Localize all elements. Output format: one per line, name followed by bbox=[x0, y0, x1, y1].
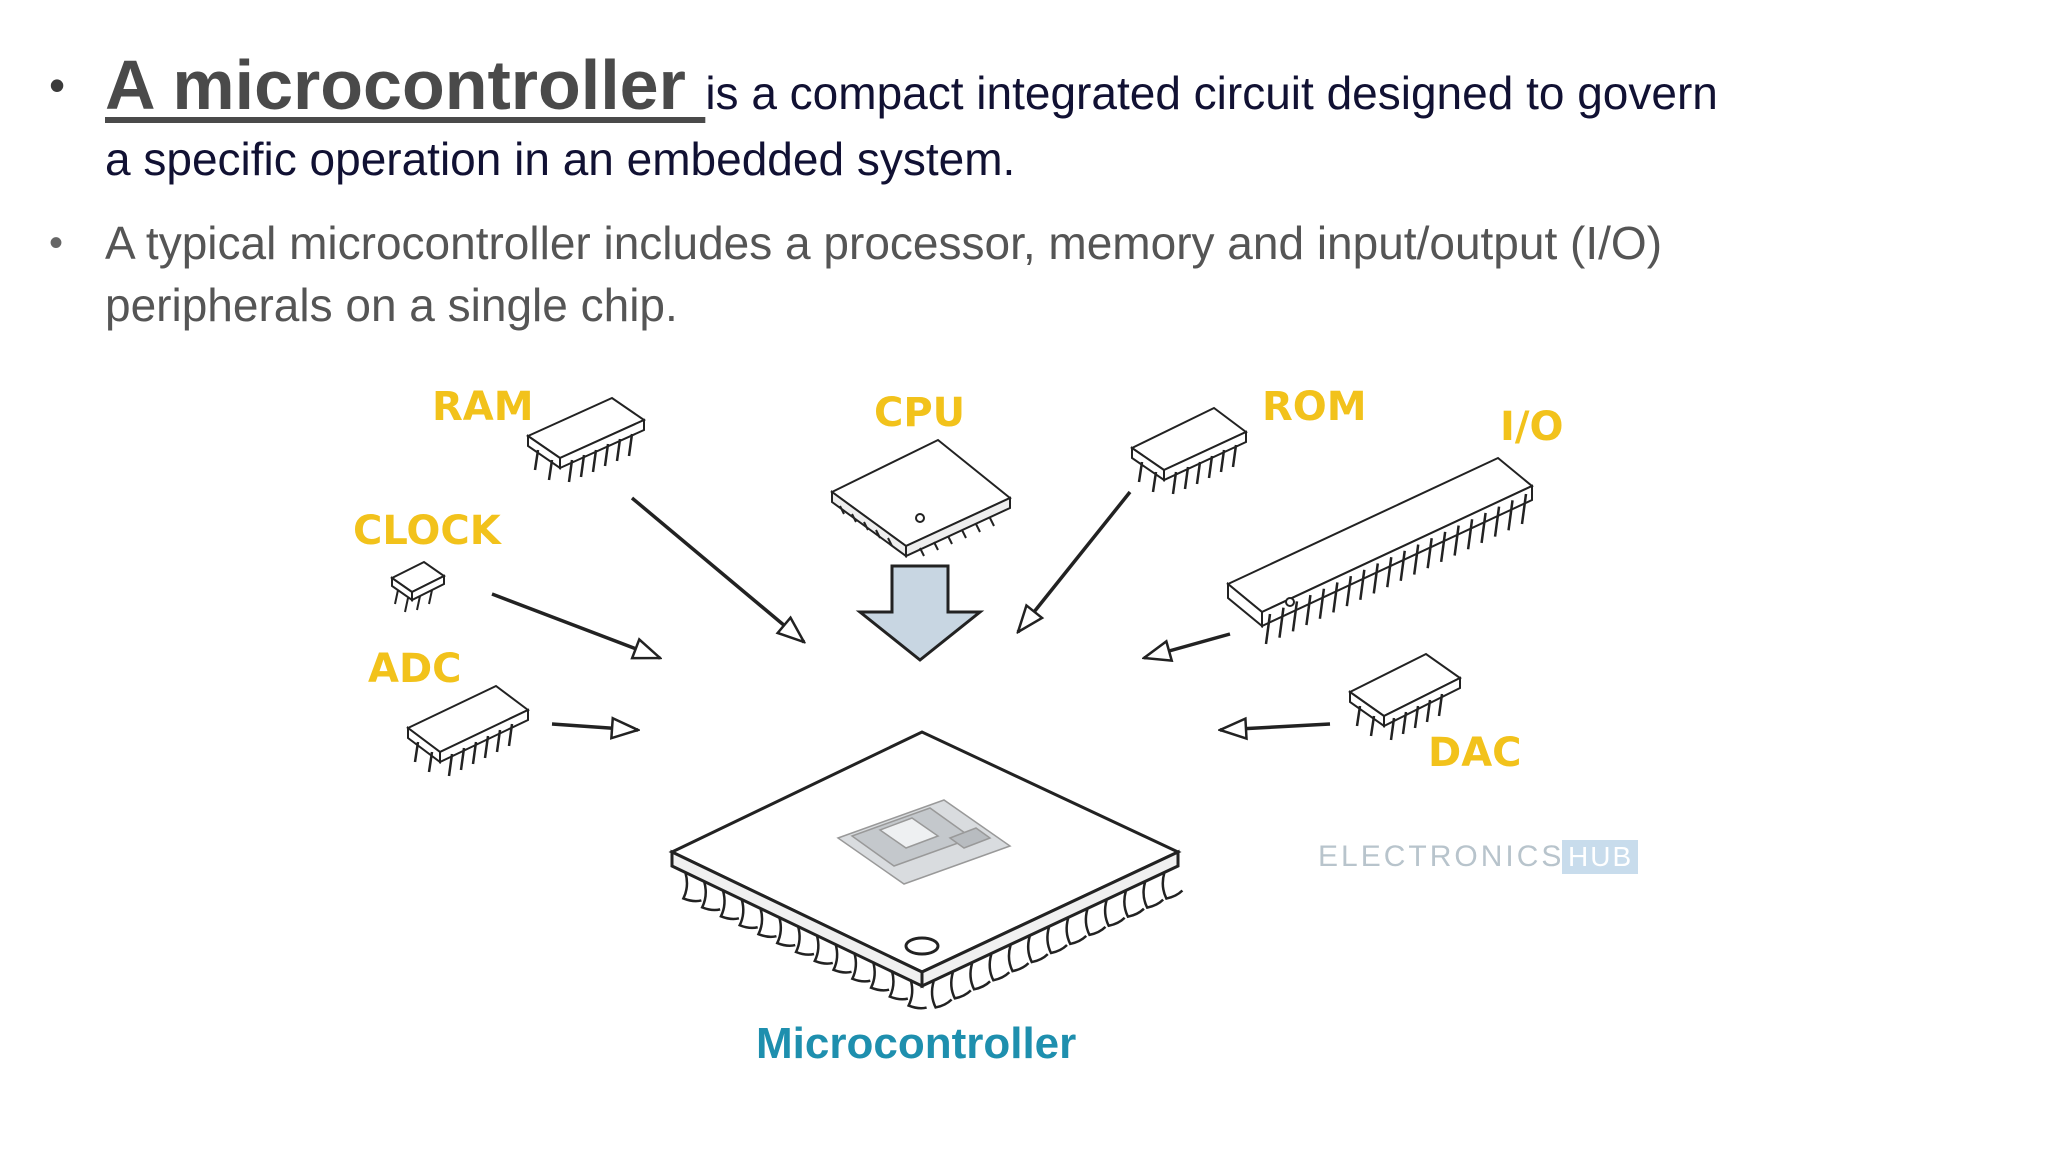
down-arrow-icon bbox=[855, 564, 985, 662]
arrows bbox=[491, 490, 1331, 730]
label-adc: ADC bbox=[368, 646, 462, 692]
term-microcontroller: A microcontroller bbox=[105, 46, 706, 124]
caption-microcontroller: Microcontroller bbox=[756, 1019, 1076, 1068]
label-clock: CLOCK bbox=[353, 508, 503, 554]
watermark-badge: HUB bbox=[1568, 841, 1633, 872]
definition-text-line2: a specific operation in an embedded syst… bbox=[105, 133, 1016, 185]
definition-text-line1: is a compact integrated circuit designed… bbox=[705, 67, 1718, 119]
arrow-dac bbox=[1220, 724, 1331, 730]
label-io: I/O bbox=[1500, 404, 1564, 450]
clock-chip-icon bbox=[390, 560, 446, 613]
dac-chip-icon bbox=[1348, 652, 1462, 741]
arrow-adc bbox=[551, 724, 638, 730]
ram-chip-icon bbox=[525, 396, 647, 483]
bullet-components: • A typical microcontroller includes a p… bbox=[49, 212, 1925, 336]
microcontroller-chip-icon bbox=[668, 730, 1184, 1010]
label-cpu: CPU bbox=[874, 390, 965, 436]
arrow-ram bbox=[630, 496, 804, 642]
bullet-dot: • bbox=[49, 221, 64, 265]
rom-chip-icon bbox=[1130, 406, 1248, 495]
arrow-rom bbox=[1018, 490, 1132, 632]
label-rom: ROM bbox=[1262, 384, 1367, 430]
bullet-dot: • bbox=[49, 59, 66, 111]
arrow-clock bbox=[491, 592, 660, 660]
label-ram: RAM bbox=[432, 384, 534, 430]
arrow-io bbox=[1144, 632, 1231, 658]
cpu-chip-icon bbox=[830, 438, 1012, 558]
components-text-line2: peripherals on a single chip. bbox=[105, 279, 678, 331]
electronics-hub-watermark: ELECTRONICS HUB bbox=[1318, 840, 1638, 874]
die-graphic bbox=[836, 799, 1012, 885]
label-dac: DAC bbox=[1428, 730, 1522, 776]
components-text-line1: A typical microcontroller includes a pro… bbox=[105, 217, 1663, 269]
io-chip-icon bbox=[1226, 456, 1534, 645]
bullet-definition: • A microcontroller is a compact integra… bbox=[49, 50, 1925, 192]
adc-chip-icon bbox=[406, 684, 530, 777]
watermark-text: ELECTRONICS bbox=[1318, 840, 1564, 873]
